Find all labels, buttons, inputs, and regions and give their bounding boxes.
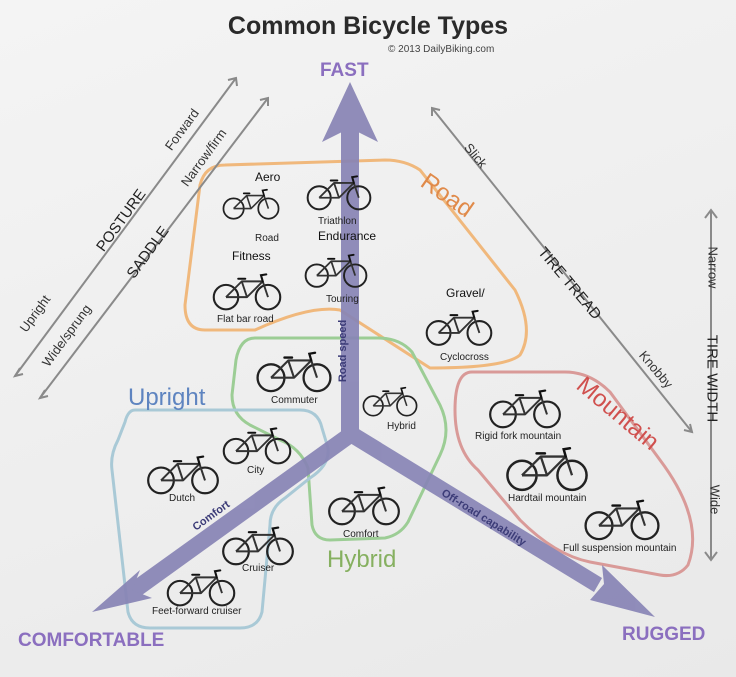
hybrid-group-label: Hybrid bbox=[327, 546, 397, 573]
flat-bar-road-label: Flat bar road bbox=[217, 314, 274, 325]
tire-width-narrow-label: Narrow bbox=[705, 246, 721, 289]
upright-group-label: Upright bbox=[128, 384, 206, 411]
hardtail-mountain-label: Hardtail mountain bbox=[508, 493, 587, 504]
commuter-bike-icon bbox=[256, 351, 332, 393]
vertex-fast: FAST bbox=[320, 60, 369, 81]
gravel-label: Gravel/ bbox=[446, 286, 485, 300]
comfort-bike-icon bbox=[327, 486, 401, 526]
endurance-label: Endurance bbox=[318, 229, 377, 243]
hardtail-mountain-bike-icon bbox=[506, 446, 588, 492]
vertex-comfortable: COMFORTABLE bbox=[18, 630, 165, 651]
full-suspension-mountain-bike-icon bbox=[584, 499, 660, 541]
fitness-label: Fitness bbox=[232, 249, 271, 263]
road-speed-label: Road speed bbox=[337, 319, 350, 383]
copyright: © 2013 DailyBiking.com bbox=[388, 44, 495, 55]
side-arrows bbox=[12, 76, 718, 562]
dutch-bike-icon bbox=[146, 455, 220, 495]
feet-forward-cruiser-label: Feet-forward cruiser bbox=[152, 606, 242, 617]
cruiser-label: Cruiser bbox=[242, 563, 275, 574]
vertex-rugged: RUGGED bbox=[622, 624, 706, 645]
triathlon-label: Triathlon bbox=[318, 216, 357, 227]
city-label: City bbox=[247, 465, 265, 476]
tire-width-axis-label: TIRE WIDTH bbox=[703, 334, 721, 423]
touring-label: Touring bbox=[326, 294, 359, 305]
hybrid-group-outline bbox=[230, 336, 448, 542]
commuter-label: Commuter bbox=[271, 395, 318, 406]
aero-label: Aero bbox=[255, 170, 281, 184]
cyclocross-label: Cyclocross bbox=[440, 352, 489, 363]
cyclocross-bike-icon bbox=[425, 309, 493, 346]
dutch-label: Dutch bbox=[169, 493, 196, 504]
page-title: Common Bicycle Types bbox=[227, 12, 509, 40]
comfort-bike-label: Comfort bbox=[343, 529, 379, 540]
aero-bike-icon bbox=[222, 188, 280, 220]
hybrid-bike-label: Hybrid bbox=[387, 421, 416, 432]
rigid-fork-mountain-bike-icon bbox=[488, 389, 562, 429]
cruiser-bike-icon bbox=[221, 526, 295, 566]
triathlon-bike-icon bbox=[306, 175, 372, 211]
main-arrows bbox=[92, 82, 655, 617]
road-bike-label: Road bbox=[255, 233, 279, 244]
road-group-outline bbox=[183, 158, 528, 370]
hybrid-bike-icon bbox=[362, 386, 418, 417]
city-bike-icon bbox=[222, 427, 292, 465]
rigid-fork-mountain-label: Rigid fork mountain bbox=[475, 431, 562, 442]
fitness-bike-icon bbox=[212, 273, 282, 311]
mountain-group-outline bbox=[453, 370, 695, 577]
feet-forward-cruiser-bike-icon bbox=[166, 569, 236, 607]
tire-width-wide-label: Wide bbox=[707, 484, 723, 515]
full-suspension-mountain-label: Full suspension mountain bbox=[563, 543, 677, 554]
